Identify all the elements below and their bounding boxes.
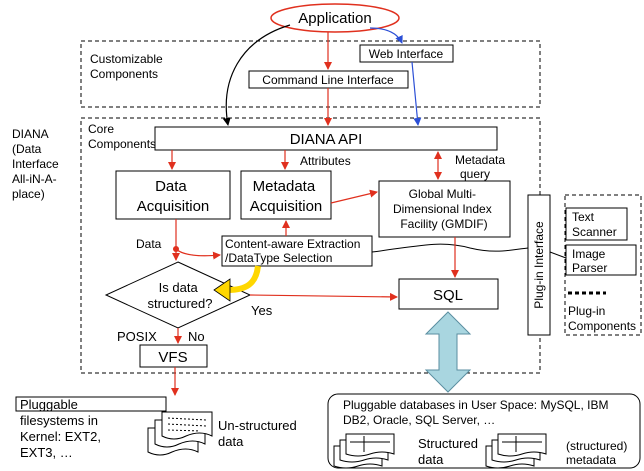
- structured-data-icon: [333, 433, 395, 469]
- content-to-plugin-link: [371, 243, 529, 253]
- plugin-interface-bar: [527, 194, 551, 336]
- application-label: Application: [298, 10, 371, 27]
- web-interface-label: Web Interface: [369, 47, 444, 61]
- metadata-query-label: Metadata query: [455, 153, 508, 181]
- yes-label: Yes: [251, 303, 273, 318]
- attributes-label: Attributes: [300, 154, 351, 168]
- vfs-label: VFS: [158, 349, 187, 366]
- text-scanner-box: [565, 207, 628, 241]
- unstructured-files-icon: [147, 411, 213, 456]
- data-acquisition-label: Data Acquisition: [137, 178, 210, 215]
- sql-box: [398, 278, 499, 310]
- selection-highlight-arrowhead: [213, 278, 231, 302]
- cli-label: Command Line Interface: [262, 73, 394, 87]
- plugin-components-region: [564, 194, 642, 336]
- customizable-components-region: [80, 40, 541, 108]
- image-parser-label: Image Parser: [572, 247, 609, 275]
- core-label: Core Components: [88, 122, 156, 151]
- no-label: No: [188, 329, 205, 344]
- image-parser-box: [565, 244, 637, 276]
- sql-database-double-arrow: [424, 311, 472, 393]
- app-to-web-arrow: [369, 27, 403, 44]
- plugin-components-label: Plug-in Components: [568, 304, 636, 333]
- plugin-interface-label: Plug-in Interface: [532, 221, 546, 309]
- meta-to-gmdif-arrow: [330, 189, 378, 204]
- structured-metadata-icon: [485, 433, 547, 469]
- structured-metadata-label: (structured) metadata: [566, 439, 631, 467]
- diana-api-label: DIANA API: [290, 131, 363, 148]
- customizable-label: Customizable Components: [90, 52, 166, 81]
- gmdif-label: Global Multi- Dimensional Index Facility…: [393, 187, 495, 231]
- pluggable-fs-box: [15, 396, 167, 412]
- posix-label: POSIX: [117, 329, 157, 344]
- web-to-api-arrow: [411, 61, 422, 126]
- structured-data-label: Structured data: [418, 436, 482, 467]
- application-node: [270, 3, 400, 33]
- data-to-content-aware-arrow: [175, 248, 221, 260]
- plugin-to-image-parser-link: [549, 251, 567, 259]
- vfs-box: [139, 344, 208, 368]
- pluggable-fs-label: Pluggable filesystems in Kernel: EXT2, E…: [20, 397, 105, 460]
- diana-api-box: [154, 126, 498, 151]
- metadata-acquisition-box: [240, 170, 332, 220]
- selection-highlight-arrow: [227, 265, 261, 293]
- is-data-structured-label: Is data structured?: [147, 280, 212, 311]
- sql-label: SQL: [433, 287, 463, 304]
- pluggable-db-box: [327, 393, 641, 469]
- content-aware-box: [221, 235, 373, 267]
- data-acquisition-box: [115, 170, 231, 220]
- gmdif-box: [378, 180, 511, 238]
- decision-to-sql-arrow: [249, 292, 398, 301]
- unstructured-data-label: Un-structured data: [218, 418, 300, 449]
- web-interface-box: [359, 44, 454, 63]
- app-to-api-arrow: [222, 24, 291, 126]
- text-scanner-label: Text Scanner: [572, 210, 617, 239]
- content-aware-label: Content-aware Extraction /DataType Selec…: [225, 237, 364, 265]
- diana-side-label: DIANA (Data Interface All-iN-A- place): [12, 127, 62, 201]
- pluggable-db-label: Pluggable databases in User Space: MySQL…: [343, 398, 612, 427]
- metadata-acquisition-label: Metadata Acquisition: [250, 178, 323, 215]
- data-flow-label: Data: [136, 237, 162, 251]
